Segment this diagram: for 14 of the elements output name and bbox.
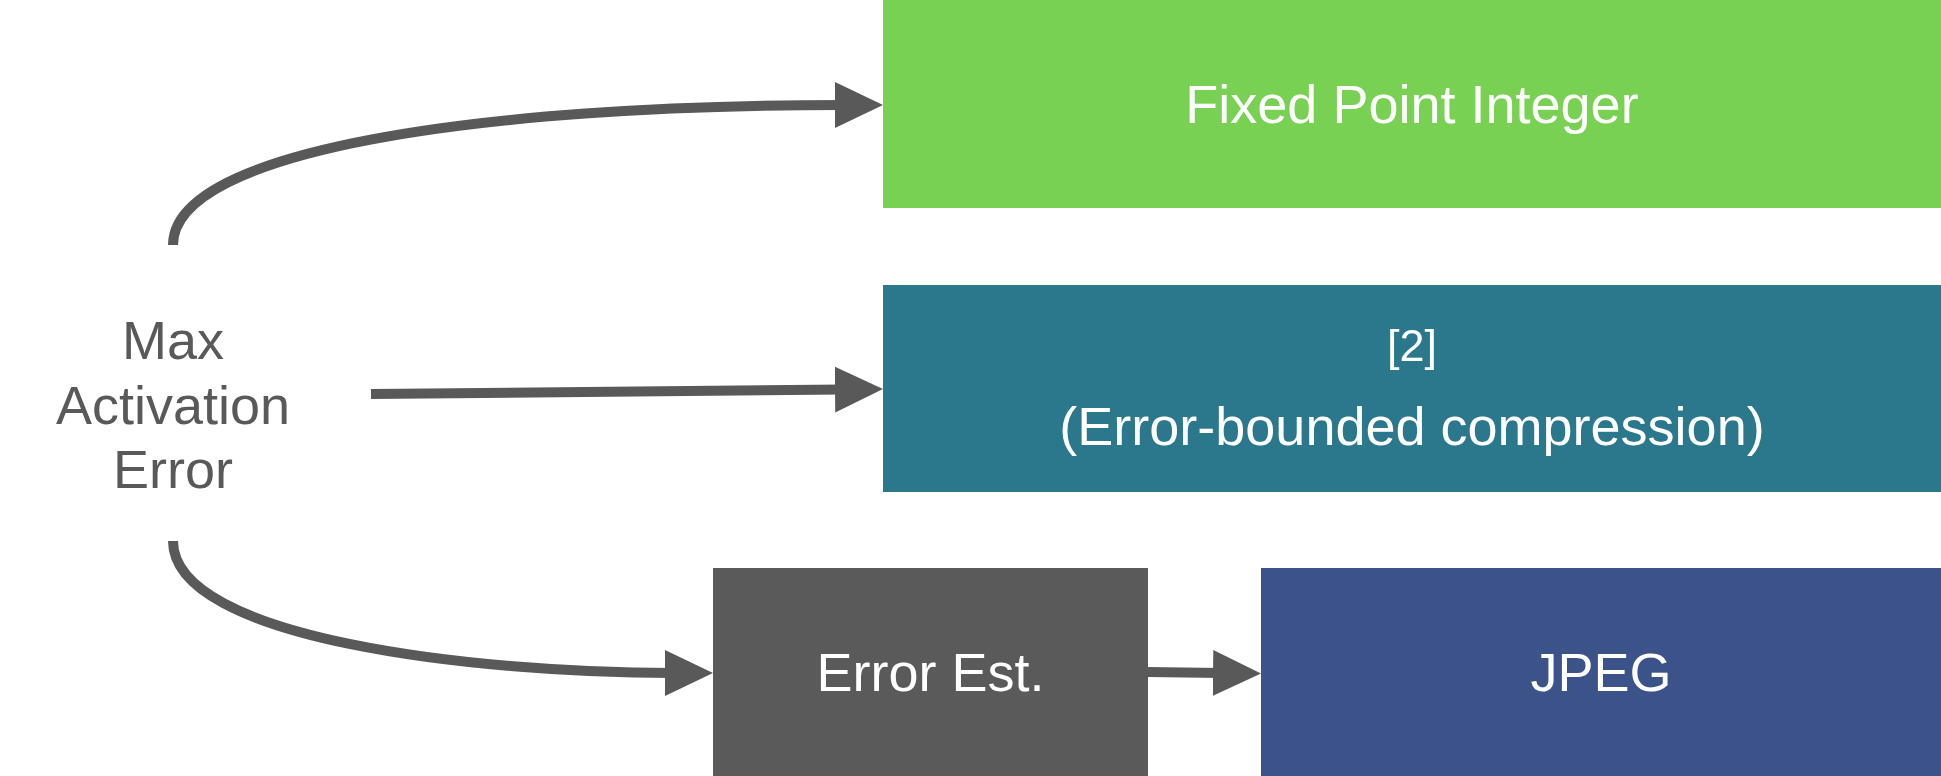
box-label: JPEG: [1530, 640, 1672, 704]
process-box: [713, 568, 1148, 776]
arrow: [168, 539, 713, 696]
node-label: Max Activation Error: [54, 308, 292, 502]
arrow: [370, 366, 883, 413]
box-label: Error Est.: [816, 640, 1045, 704]
box-label: [2]: [1386, 318, 1437, 373]
process-box: [883, 0, 1941, 208]
box-label: (Error-bounded compression): [1059, 394, 1765, 458]
arrow: [168, 82, 883, 247]
box-label: Fixed Point Integer: [1185, 72, 1639, 136]
arrow: [1147, 649, 1261, 696]
process-box: [883, 285, 1941, 492]
process-box: [1261, 568, 1941, 776]
